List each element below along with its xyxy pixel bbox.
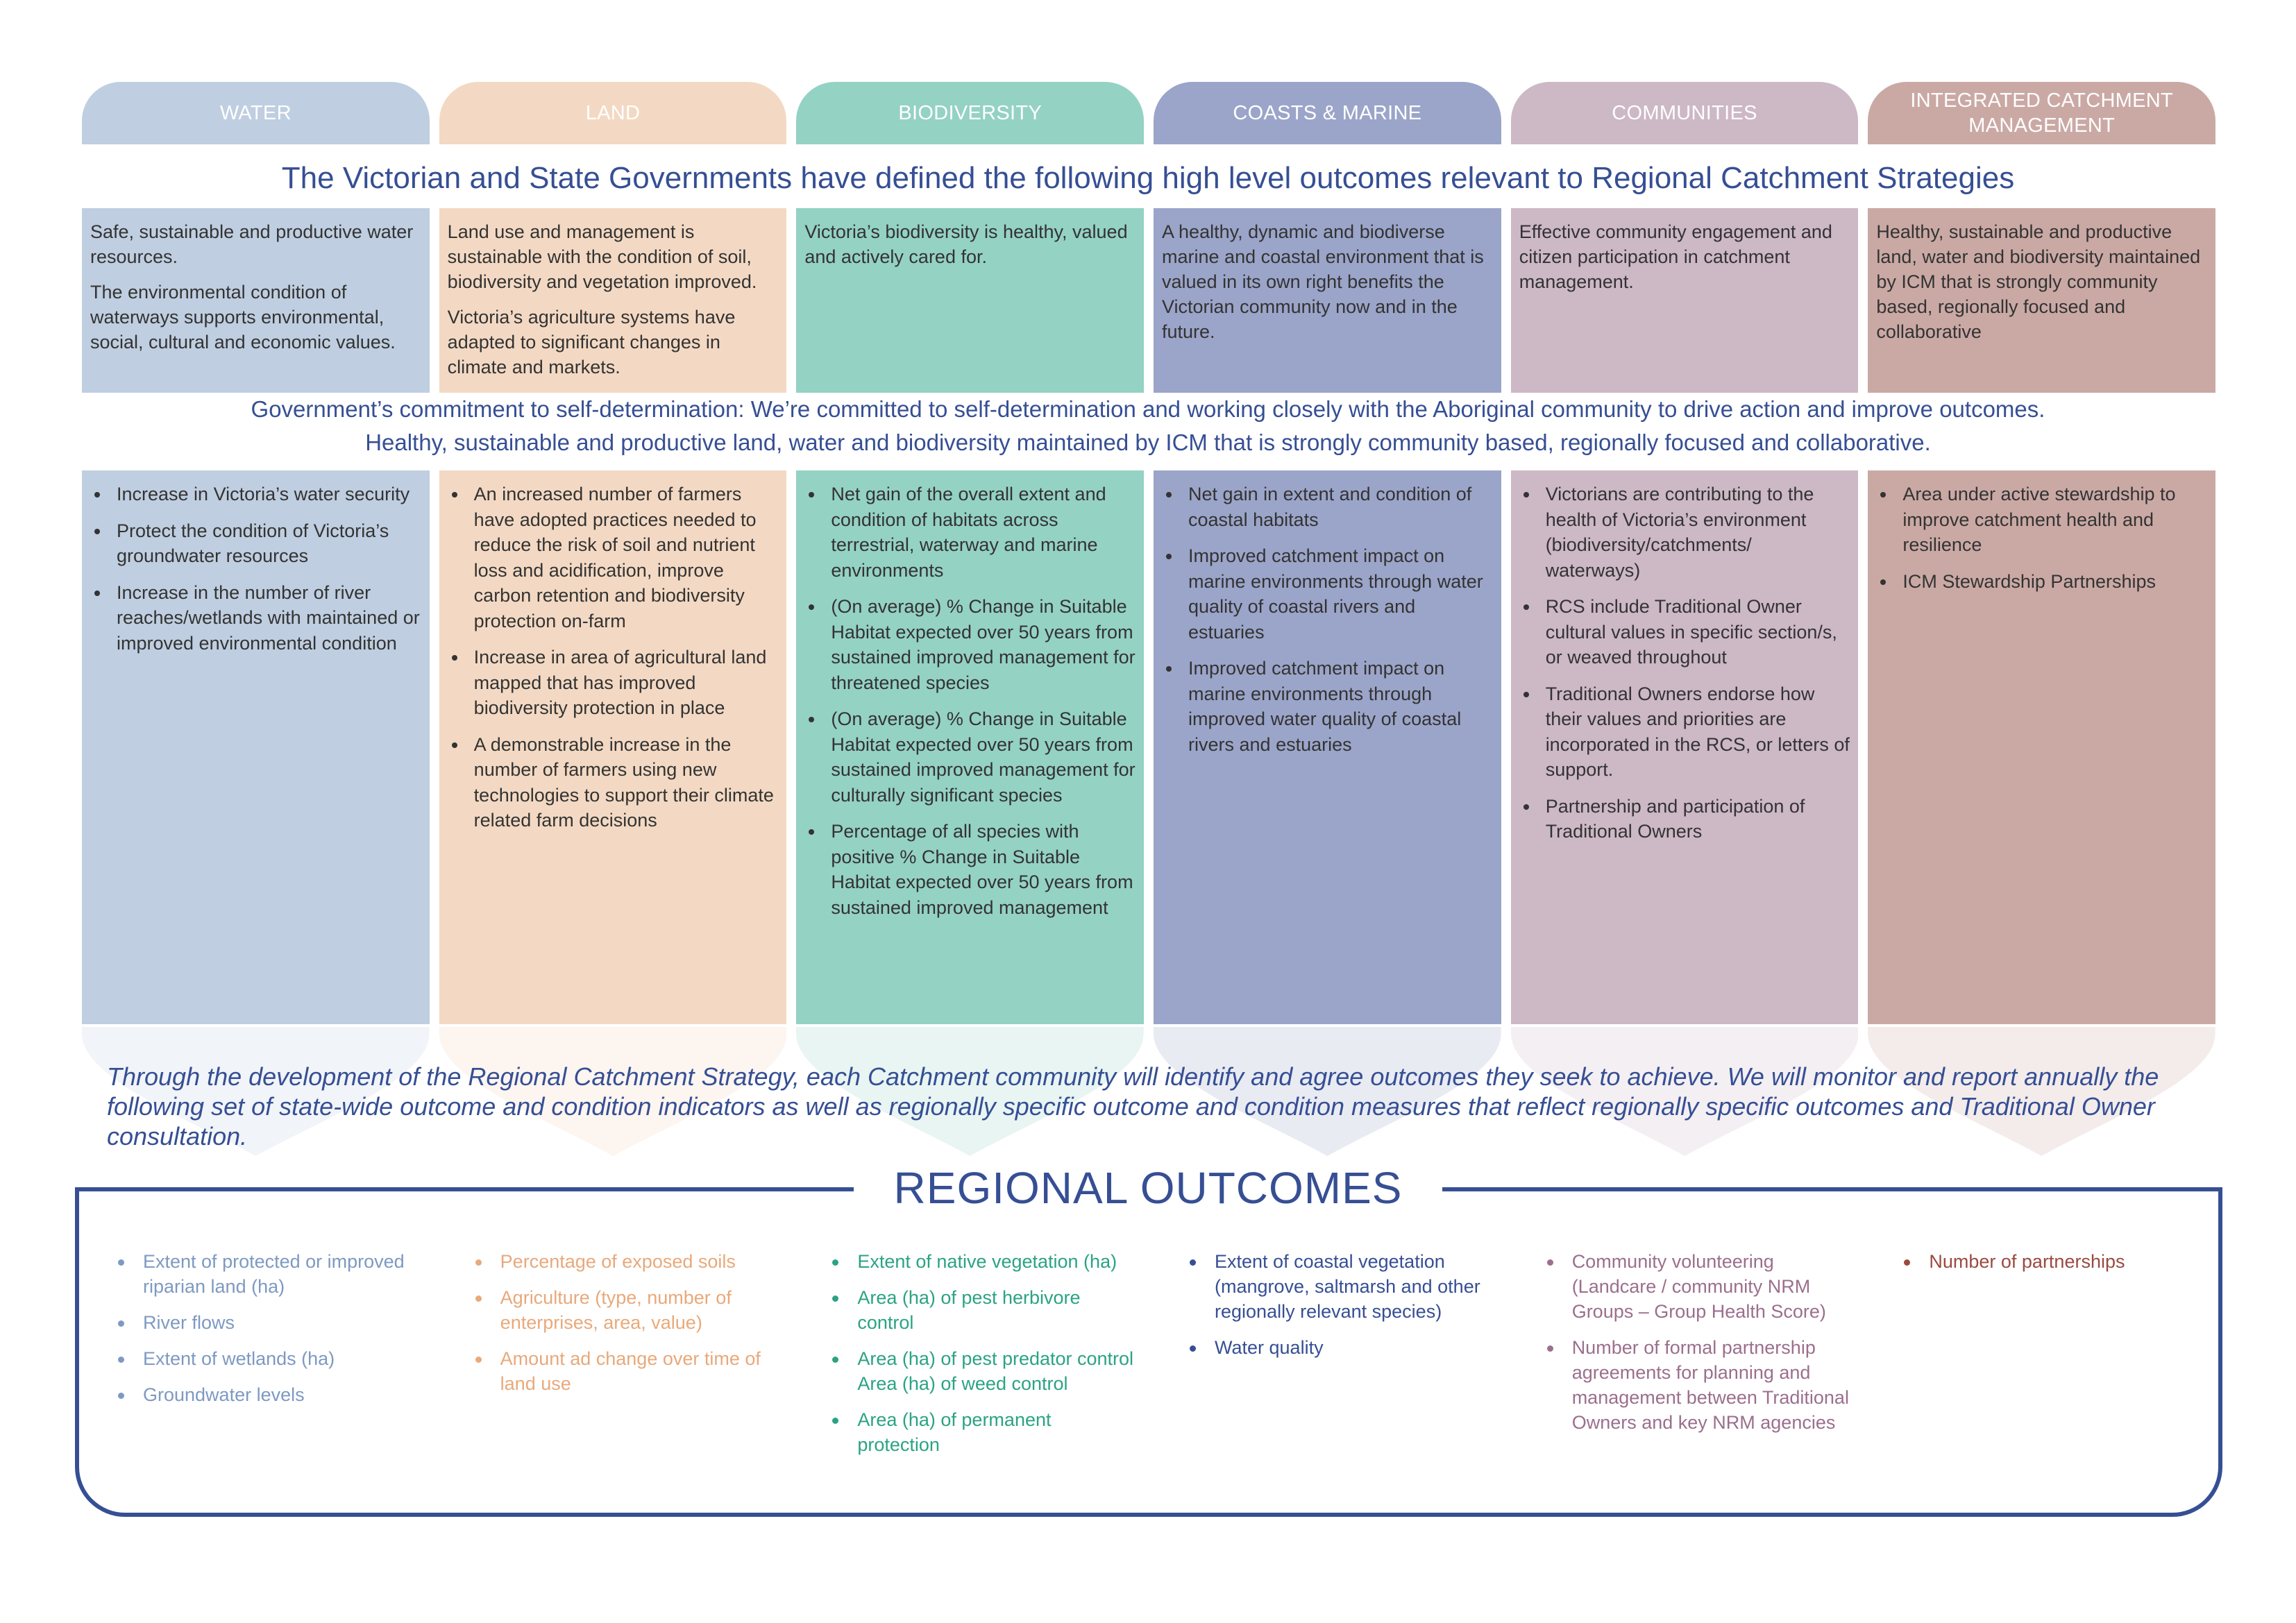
- regional-biodiversity: Extent of native vegetation (ha) Area (h…: [796, 1249, 1144, 1506]
- outcome-paragraph: Land use and management is sustainable w…: [447, 221, 757, 292]
- tab-water: WATER: [82, 82, 430, 144]
- outcome-land: Land use and management is sustainable w…: [439, 208, 787, 393]
- indicators-row: Increase in Victoria’s water security Pr…: [82, 470, 2216, 1024]
- tab-coasts-marine: COASTS & MARINE: [1154, 82, 1501, 144]
- outcome-paragraph: A healthy, dynamic and biodiverse marine…: [1162, 221, 1484, 342]
- regional-item: Extent of native vegetation (ha): [832, 1249, 1136, 1274]
- indicator-item: Percentage of all species with positive …: [804, 819, 1136, 920]
- indicator-item: Increase in area of agricultural land ma…: [448, 645, 779, 721]
- regional-outcomes-title: REGIONAL OUTCOMES: [853, 1160, 1443, 1216]
- indicator-item: Partnership and participation of Traditi…: [1519, 794, 1850, 844]
- regional-item: Amount ad change over time of land use: [475, 1346, 779, 1396]
- regional-item: Area (ha) of permanent protection: [832, 1407, 1136, 1457]
- regional-item: Extent of wetlands (ha): [118, 1346, 421, 1371]
- indicator-item: RCS include Traditional Owner cultural v…: [1519, 594, 1850, 670]
- regional-item: Groundwater levels: [118, 1382, 421, 1407]
- tab-communities: COMMUNITIES: [1510, 82, 1859, 144]
- regional-item: Percentage of exposed soils: [475, 1249, 779, 1274]
- regional-item: Extent of coastal vegetation (mangrove, …: [1190, 1249, 1493, 1324]
- theme-tabs: WATER LAND BIODIVERSITY COASTS & MARINE …: [82, 82, 2216, 144]
- tab-label: BIODIVERSITY: [898, 102, 1042, 124]
- regional-item: River flows: [118, 1310, 421, 1335]
- government-outcomes-row: Safe, sustainable and productive water r…: [82, 208, 2216, 393]
- main-title: The Victorian and State Governments have…: [281, 161, 2015, 195]
- chevron-water: [82, 1027, 430, 1156]
- regional-item: Number of formal partnership agreements …: [1546, 1335, 1850, 1435]
- commitment-line-1: Government’s commitment to self-determin…: [251, 396, 2045, 422]
- outcome-paragraph: Healthy, sustainable and productive land…: [1876, 221, 2201, 342]
- regional-item: Area (ha) of pest herbivore control: [832, 1285, 1136, 1335]
- outcome-coasts-marine: A healthy, dynamic and biodiverse marine…: [1154, 208, 1501, 393]
- commitment-line-2: Healthy, sustainable and productive land…: [365, 430, 1931, 455]
- regional-item: Extent of protected or improved riparian…: [118, 1249, 421, 1299]
- indicator-item: (On average) % Change in Suitable Habita…: [804, 594, 1136, 695]
- indicator-item: Increase in Victoria’s water security: [90, 482, 421, 507]
- indicator-item: Net gain of the overall extent and condi…: [804, 482, 1136, 583]
- regional-coasts-marine: Extent of coastal vegetation (mangrove, …: [1154, 1249, 1501, 1506]
- indicator-item: Improved catchment impact on marine envi…: [1162, 543, 1493, 645]
- indicator-item: Traditional Owners endorse how their val…: [1519, 681, 1850, 783]
- chevron-land: [439, 1027, 787, 1156]
- outcome-icm: Healthy, sustainable and productive land…: [1868, 208, 2216, 393]
- outcome-communities: Effective community engagement and citiz…: [1510, 208, 1859, 393]
- tab-label: WATER: [219, 102, 292, 124]
- outcome-biodiversity: Victoria’s biodiversity is healthy, valu…: [796, 208, 1145, 393]
- indicator-item: (On average) % Change in Suitable Habita…: [804, 706, 1136, 808]
- indicator-item: Victorians are contributing to the healt…: [1519, 482, 1850, 583]
- tab-icm: INTEGRATED CATCHMENT MANAGEMENT: [1868, 82, 2216, 144]
- indicator-item: Area under active stewardship to improve…: [1876, 482, 2207, 558]
- regional-outcomes-header: REGIONAL OUTCOMES: [0, 1160, 2296, 1216]
- outcome-paragraph: The environmental condition of waterways…: [90, 282, 396, 352]
- indicator-item: Improved catchment impact on marine envi…: [1162, 656, 1493, 757]
- outcome-paragraph: Effective community engagement and citiz…: [1519, 221, 1832, 292]
- indicators-icm: Area under active stewardship to improve…: [1868, 470, 2216, 1024]
- regional-icm: Number of partnerships: [1868, 1249, 2215, 1506]
- tab-label: COASTS & MARINE: [1233, 102, 1422, 124]
- chevron-coasts-marine: [1154, 1027, 1501, 1156]
- indicators-coasts-marine: Net gain in extent and condition of coas…: [1154, 470, 1501, 1024]
- tab-label: LAND: [585, 102, 641, 124]
- regional-item: Water quality: [1190, 1335, 1493, 1360]
- indicator-item: Net gain in extent and condition of coas…: [1162, 482, 1493, 532]
- indicators-biodiversity: Net gain of the overall extent and condi…: [796, 470, 1145, 1024]
- indicators-land: An increased number of farmers have adop…: [439, 470, 787, 1024]
- tab-label: COMMUNITIES: [1612, 102, 1757, 124]
- outcome-water: Safe, sustainable and productive water r…: [82, 208, 430, 393]
- outcome-paragraph: Safe, sustainable and productive water r…: [90, 221, 414, 267]
- indicator-item: ICM Stewardship Partnerships: [1876, 569, 2207, 595]
- chevron-icm: [1868, 1027, 2216, 1156]
- regional-outcomes-columns: Extent of protected or improved riparian…: [82, 1249, 2215, 1506]
- regional-item: Agriculture (type, number of enterprises…: [475, 1285, 779, 1335]
- monitoring-statement: Through the development of the Regional …: [107, 1062, 2159, 1150]
- outcome-paragraph: Victoria’s biodiversity is healthy, valu…: [804, 221, 1128, 267]
- regional-item: Area (ha) of pest predator control Area …: [832, 1346, 1136, 1396]
- chevron-row: [82, 1027, 2216, 1156]
- indicator-item: Protect the condition of Victoria’s grou…: [90, 518, 421, 569]
- regional-item: Number of partnerships: [1904, 1249, 2207, 1274]
- chevron-biodiversity: [796, 1027, 1145, 1156]
- tab-land: LAND: [439, 82, 787, 144]
- indicator-item: An increased number of farmers have adop…: [448, 482, 779, 634]
- regional-water: Extent of protected or improved riparian…: [82, 1249, 430, 1506]
- indicators-communities: Victorians are contributing to the healt…: [1510, 470, 1859, 1024]
- outcome-paragraph: Victoria’s agriculture systems have adap…: [447, 307, 736, 377]
- indicator-item: A demonstrable increase in the number of…: [448, 732, 779, 833]
- chevron-communities: [1510, 1027, 1859, 1156]
- tab-label: INTEGRATED CATCHMENT MANAGEMENT: [1910, 90, 2174, 137]
- indicator-item: Increase in the number of river reaches/…: [90, 580, 421, 656]
- tab-biodiversity: BIODIVERSITY: [796, 82, 1145, 144]
- regional-land: Percentage of exposed soils Agriculture …: [439, 1249, 787, 1506]
- regional-communities: Community volunteering (Landcare / commu…: [1511, 1249, 1859, 1506]
- indicators-water: Increase in Victoria’s water security Pr…: [82, 470, 430, 1024]
- regional-item: Community volunteering (Landcare / commu…: [1546, 1249, 1850, 1324]
